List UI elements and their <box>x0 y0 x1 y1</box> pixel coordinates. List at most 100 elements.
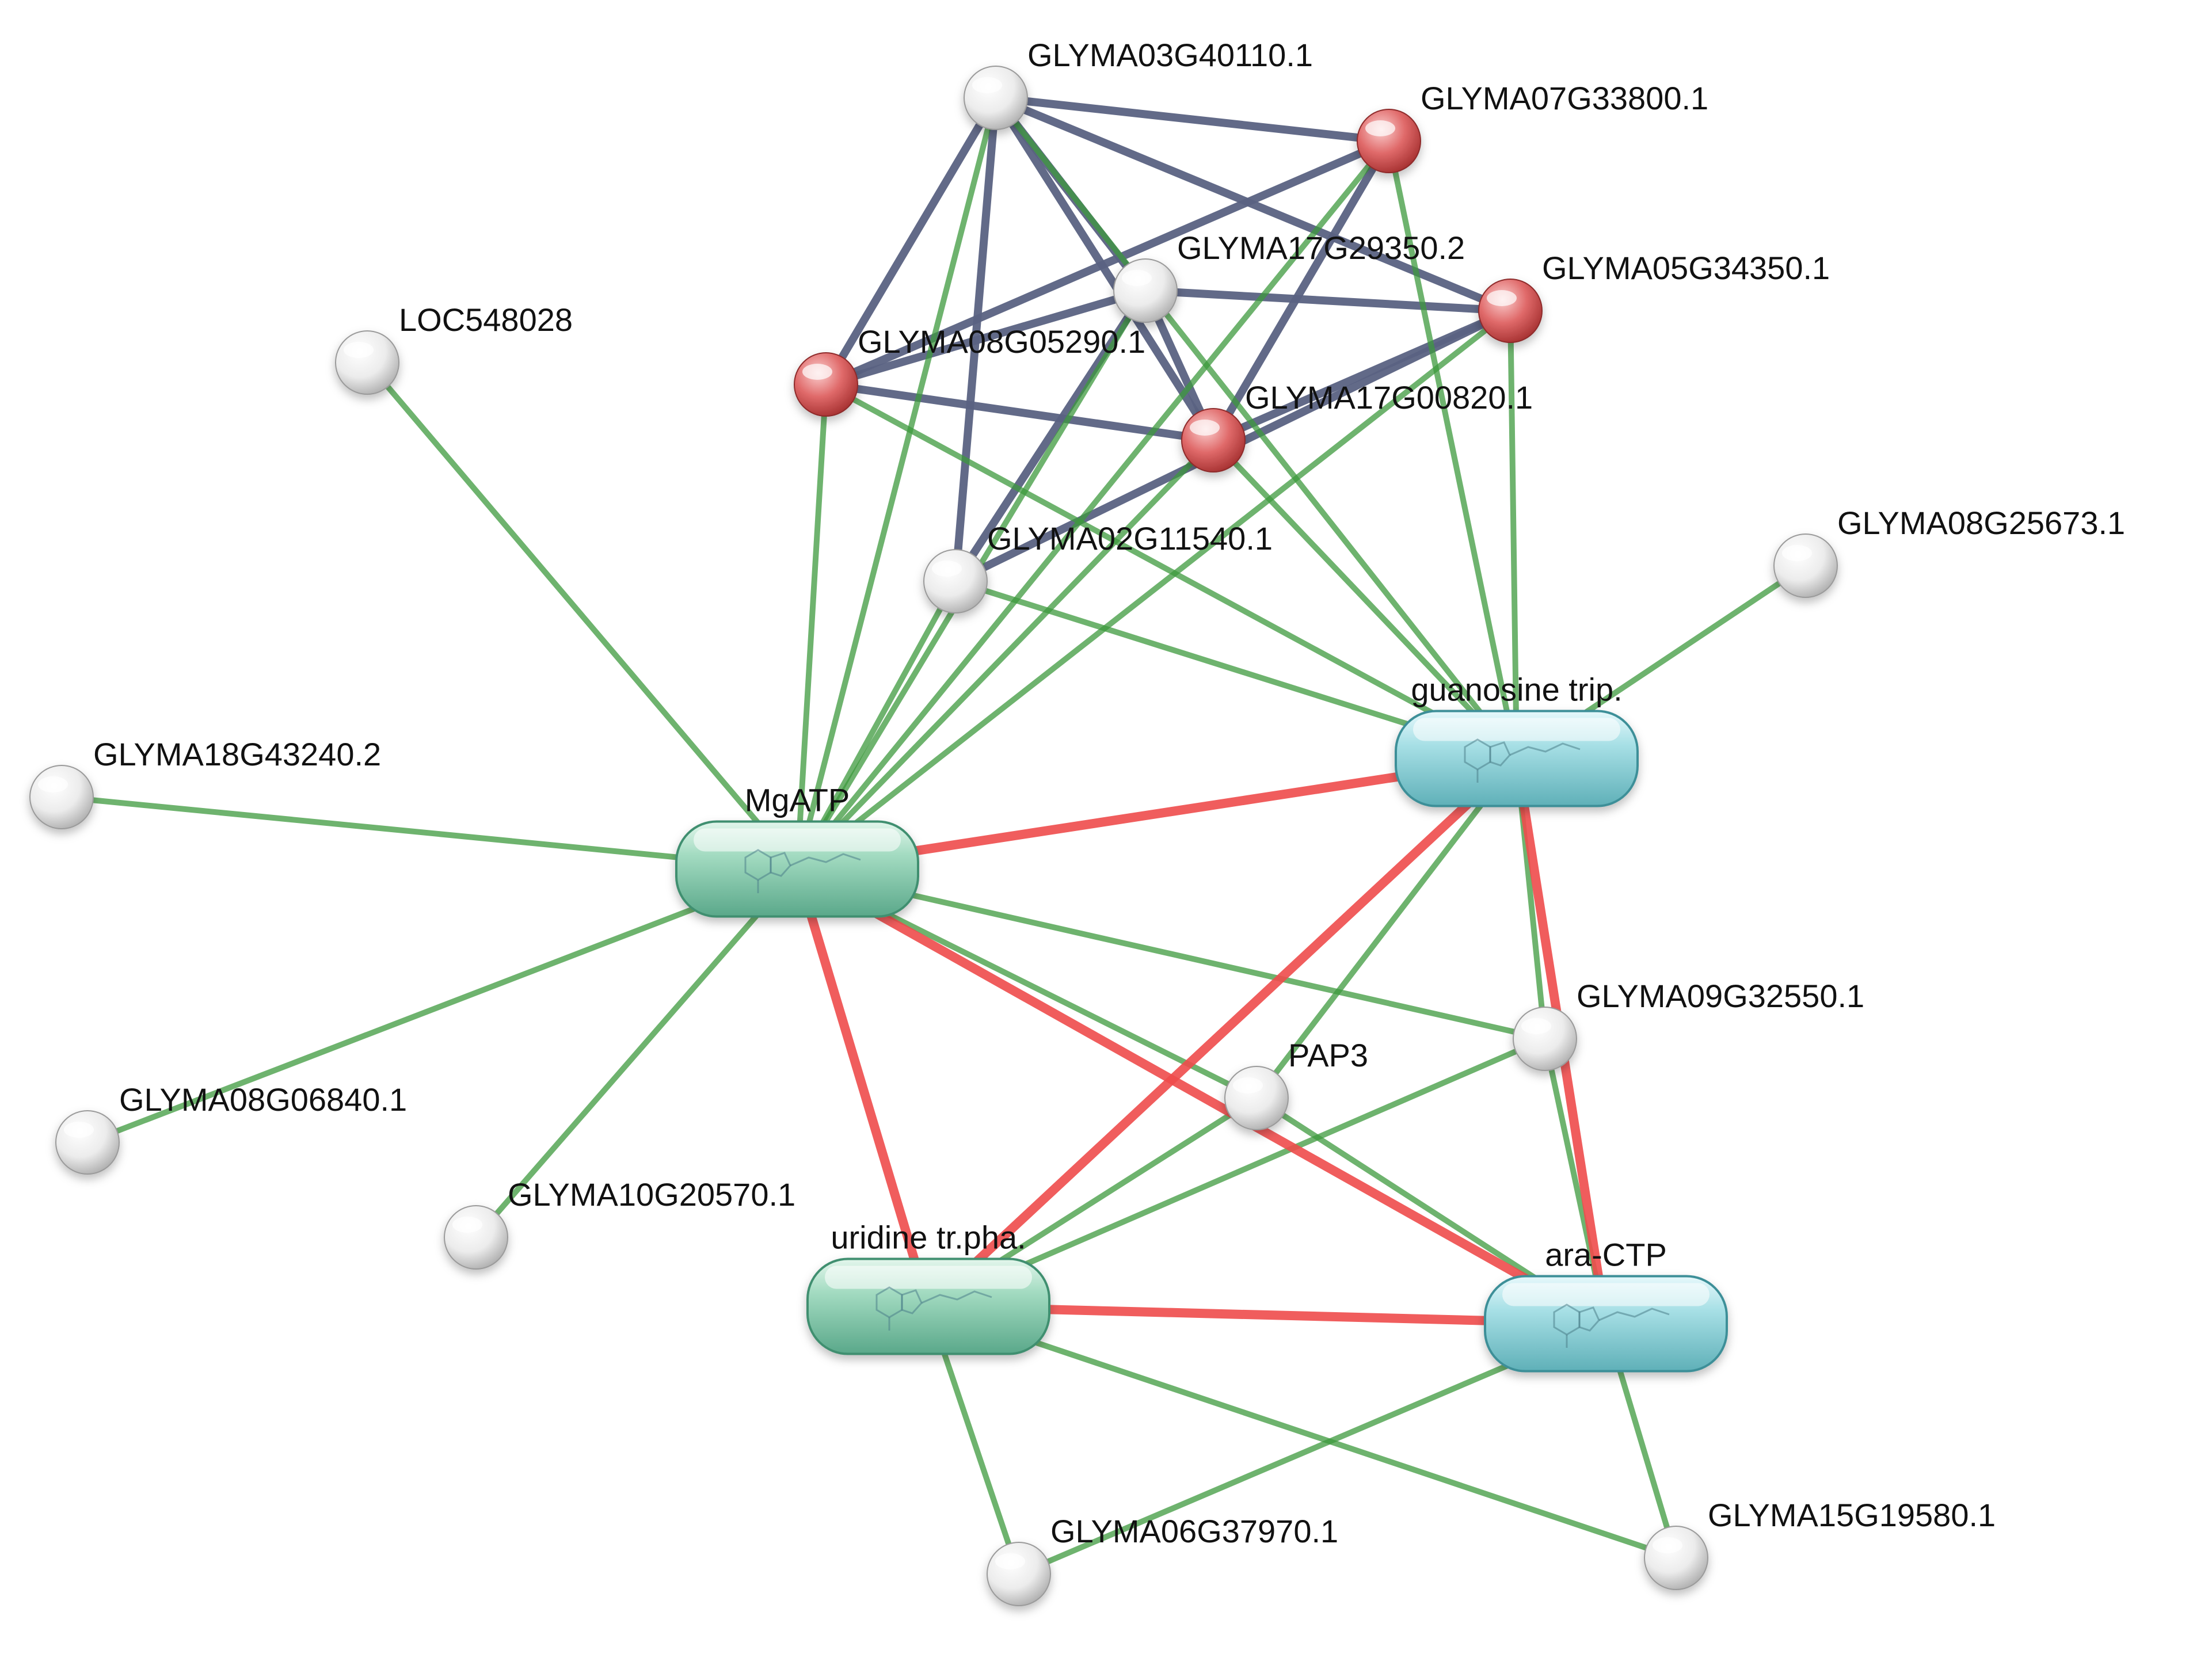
node-label-glyma08g06840-1: GLYMA08G06840.1 <box>119 1081 407 1118</box>
node-sphere[interactable] <box>55 1110 120 1175</box>
node-sphere[interactable] <box>987 1542 1051 1606</box>
edge-glyma03g40110-1-glyma17g00820-1 <box>992 94 1217 444</box>
node-highlight <box>1122 270 1152 286</box>
node-glyma08g05290-1[interactable] <box>794 352 858 417</box>
nodes-layer <box>29 66 1838 1606</box>
node-highlight <box>932 561 962 577</box>
node-label-glyma08g05290-1: GLYMA08G05290.1 <box>858 323 1145 360</box>
node-label-glyma17g29350-2: GLYMA17G29350.2 <box>1177 230 1465 266</box>
edge-mgatp-glyma08g05290-1 <box>794 382 829 872</box>
node-highlight <box>802 364 832 380</box>
node-pap3[interactable] <box>1224 1066 1289 1130</box>
chemical-gloss <box>1413 718 1620 741</box>
node-highlight <box>64 1122 94 1138</box>
edge-mgatp-glyma18g43240-2 <box>59 794 800 872</box>
node-glyma18g43240-2[interactable] <box>29 765 94 829</box>
edge-glyma03g40110-1-glyma08g05290-1 <box>822 94 1000 388</box>
node-label-glyma09g32550-1: GLYMA09G32550.1 <box>1577 978 1864 1014</box>
chemical-label-guanosine: guanosine trip. <box>1411 672 1622 708</box>
node-sphere[interactable] <box>1113 258 1178 323</box>
chemical-label-mgatp: MgATP <box>745 782 850 818</box>
node-highlight <box>1521 1018 1551 1034</box>
chemical-label-uridine: uridine tr.pha. <box>831 1219 1026 1256</box>
edge-mgatp-glyma10g20570-1 <box>473 866 800 1240</box>
node-label-glyma08g25673-1: GLYMA08G25673.1 <box>1837 505 2125 541</box>
node-glyma08g06840-1[interactable] <box>55 1110 120 1175</box>
node-glyma10g20570-1[interactable] <box>444 1205 508 1270</box>
node-label-glyma03g40110-1: GLYMA03G40110.1 <box>1027 37 1313 73</box>
node-glyma03g40110-1[interactable] <box>964 66 1028 130</box>
node-label-glyma15g19580-1: GLYMA15G19580.1 <box>1708 1497 1996 1533</box>
edge-guanosine-uridine <box>924 754 1521 1311</box>
edge-guanosine-glyma08g05290-1 <box>823 382 1520 761</box>
edge-mgatp-aractp <box>793 864 1611 1328</box>
node-label-glyma02g11540-1: GLYMA02G11540.1 <box>987 520 1273 557</box>
node-highlight <box>995 1553 1025 1569</box>
node-highlight <box>344 342 374 358</box>
node-sphere[interactable] <box>335 330 399 395</box>
edge-guanosine-glyma17g00820-1 <box>1210 437 1520 761</box>
edge-guanosine-glyma07g33800-1 <box>1386 138 1520 761</box>
chemical-aractp[interactable] <box>1484 1275 1728 1373</box>
node-glyma07g33800-1[interactable] <box>1357 109 1421 173</box>
edge-glyma08g05290-1-glyma17g00820-1 <box>822 380 1217 444</box>
node-highlight <box>452 1217 482 1233</box>
node-sphere[interactable] <box>794 352 858 417</box>
node-sphere[interactable] <box>1773 533 1838 598</box>
node-highlight <box>1653 1537 1682 1553</box>
edge-mgatp-glyma17g00820-1 <box>794 437 1216 872</box>
node-sphere[interactable] <box>964 66 1028 130</box>
node-glyma17g29350-2[interactable] <box>1113 258 1178 323</box>
edge-uridine-glyma09g32550-1 <box>926 1036 1548 1309</box>
node-highlight <box>1365 120 1395 136</box>
labels-layer: GLYMA03G40110.1GLYMA07G33800.1GLYMA17G29… <box>93 37 2125 1549</box>
node-sphere[interactable] <box>1224 1066 1289 1130</box>
node-label-pap3: PAP3 <box>1288 1037 1368 1073</box>
node-sphere[interactable] <box>444 1205 508 1270</box>
edge-mgatp-glyma07g33800-1 <box>794 138 1392 872</box>
chemical-gloss <box>1502 1283 1710 1306</box>
node-sphere[interactable] <box>1513 1007 1577 1071</box>
node-glyma08g25673-1[interactable] <box>1773 533 1838 598</box>
edge-mgatp-glyma09g32550-1 <box>794 866 1548 1042</box>
node-sphere[interactable] <box>1181 408 1246 472</box>
chemical-label-aractp: ara-CTP <box>1545 1237 1667 1273</box>
node-label-glyma05g34350-1: GLYMA05G34350.1 <box>1542 250 1830 286</box>
node-sphere[interactable] <box>29 765 94 829</box>
node-glyma05g34350-1[interactable] <box>1478 279 1543 343</box>
node-highlight <box>38 776 68 792</box>
node-sphere[interactable] <box>923 549 988 613</box>
node-label-loc548028: LOC548028 <box>399 302 573 338</box>
node-highlight <box>972 77 1002 93</box>
node-sphere[interactable] <box>1357 109 1421 173</box>
edges-layer <box>59 94 1809 1577</box>
edge-guanosine-pap3 <box>1254 756 1520 1101</box>
chemical-uridine[interactable] <box>806 1257 1050 1355</box>
chemical-mgatp[interactable] <box>675 820 919 918</box>
chemical-guanosine[interactable] <box>1395 710 1639 807</box>
edge-glyma07g33800-1-glyma17g00820-1 <box>1209 137 1393 444</box>
node-label-glyma10g20570-1: GLYMA10G20570.1 <box>508 1176 795 1213</box>
node-sphere[interactable] <box>1644 1526 1708 1590</box>
node-glyma15g19580-1[interactable] <box>1644 1526 1708 1590</box>
edge-glyma03g40110-1-glyma05g34350-1 <box>992 94 1514 315</box>
node-glyma09g32550-1[interactable] <box>1513 1007 1577 1071</box>
node-label-glyma17g00820-1: GLYMA17G00820.1 <box>1245 379 1533 416</box>
node-label-glyma07g33800-1: GLYMA07G33800.1 <box>1421 80 1708 116</box>
edge-glyma03g40110-1-glyma07g33800-1 <box>992 94 1393 145</box>
edge-uridine-glyma15g19580-1 <box>926 1304 1679 1561</box>
node-glyma02g11540-1[interactable] <box>923 549 988 613</box>
node-loc548028[interactable] <box>335 330 399 395</box>
node-glyma17g00820-1[interactable] <box>1181 408 1246 472</box>
node-highlight <box>1487 290 1517 306</box>
molecule-structure-icon <box>1464 738 1581 783</box>
edge-guanosine-glyma03g40110-1 <box>993 95 1520 761</box>
edge-mgatp-glyma08g06840-1 <box>85 866 800 1145</box>
node-sphere[interactable] <box>1478 279 1543 343</box>
node-highlight <box>1233 1077 1263 1093</box>
edge-glyma07g33800-1-glyma08g05290-1 <box>822 137 1393 388</box>
node-glyma06g37970-1[interactable] <box>987 1542 1051 1606</box>
molecule-structure-icon <box>1553 1304 1670 1348</box>
node-highlight <box>1190 420 1220 436</box>
